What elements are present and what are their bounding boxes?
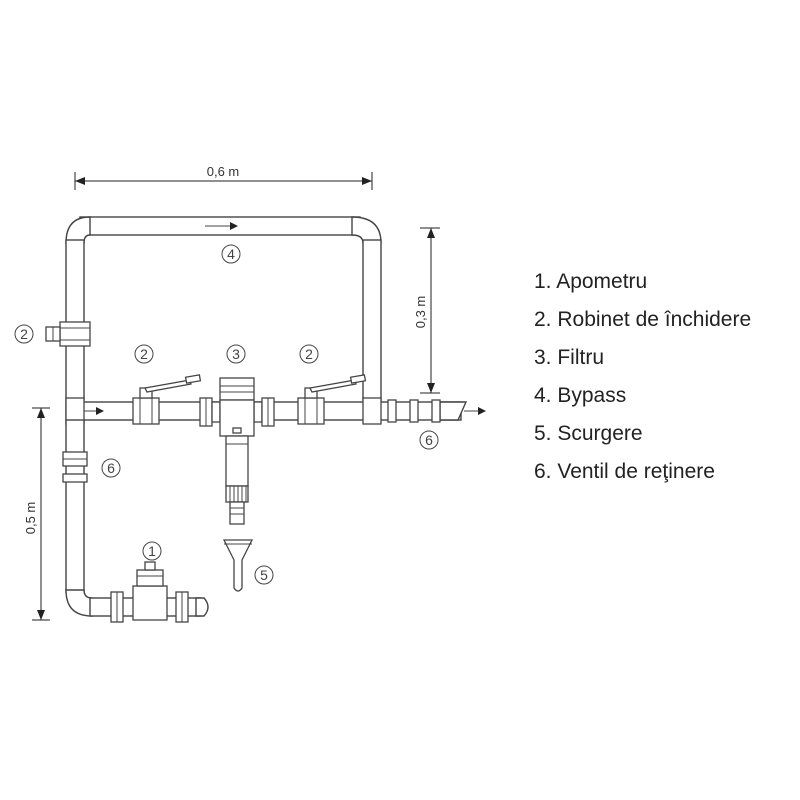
drain-funnel [222, 539, 254, 592]
bypass-pipe [65, 216, 382, 401]
callout-water-meter: 1 [142, 541, 162, 561]
legend: 1. Apometru 2. Robinet de închidere 3. F… [534, 263, 751, 491]
legend-item-apometru: 1. Apometru [534, 270, 648, 293]
callout-drain: 5 [254, 565, 274, 585]
callout-check-valve-top-number: 2 [20, 326, 28, 342]
main-pipe [65, 397, 486, 425]
shutoff-valve-left [132, 374, 202, 425]
callout-drain-number: 5 [260, 567, 268, 583]
dimension-height-right-label: 0,3 m [413, 296, 428, 329]
filter [199, 377, 275, 525]
callout-check-valve-riser-number: 6 [107, 460, 115, 476]
dimension-height-right: 0,3 m [413, 227, 440, 394]
callout-valve-left-number: 2 [140, 346, 148, 362]
legend-item-ventil: 6. Ventil de reţinere [534, 460, 715, 483]
dimension-width: 0,6 m [74, 164, 373, 190]
check-valve-left-top [45, 321, 91, 347]
callout-valve-left: 2 [134, 344, 154, 364]
callout-check-valve-outlet: 6 [419, 430, 439, 450]
callout-bypass: 4 [221, 244, 241, 264]
callout-filter: 3 [226, 344, 246, 364]
callout-bypass-number: 4 [227, 246, 235, 262]
legend-item-scurgere: 5. Scurgere [534, 422, 643, 445]
water-meter [110, 561, 189, 623]
dimension-height-left: 0,5 m [23, 407, 50, 621]
dimension-height-left-label: 0,5 m [23, 502, 38, 535]
callout-check-valve-outlet-number: 6 [425, 432, 433, 448]
callout-filter-number: 3 [232, 346, 240, 362]
legend-item-bypass: 4. Bypass [534, 384, 627, 407]
callout-check-valve-top: 2 [14, 324, 34, 344]
legend-item-filtru: 3. Filtru [534, 346, 605, 369]
callout-check-valve-riser: 6 [101, 458, 121, 478]
legend-item-robinet: 2. Robinet de închidere [534, 308, 752, 331]
callout-valve-right-number: 2 [305, 346, 313, 362]
callout-water-meter-number: 1 [148, 543, 156, 559]
callout-valve-right: 2 [299, 344, 319, 364]
shutoff-valve-right [297, 374, 367, 425]
dimension-width-label: 0,6 m [207, 164, 240, 179]
